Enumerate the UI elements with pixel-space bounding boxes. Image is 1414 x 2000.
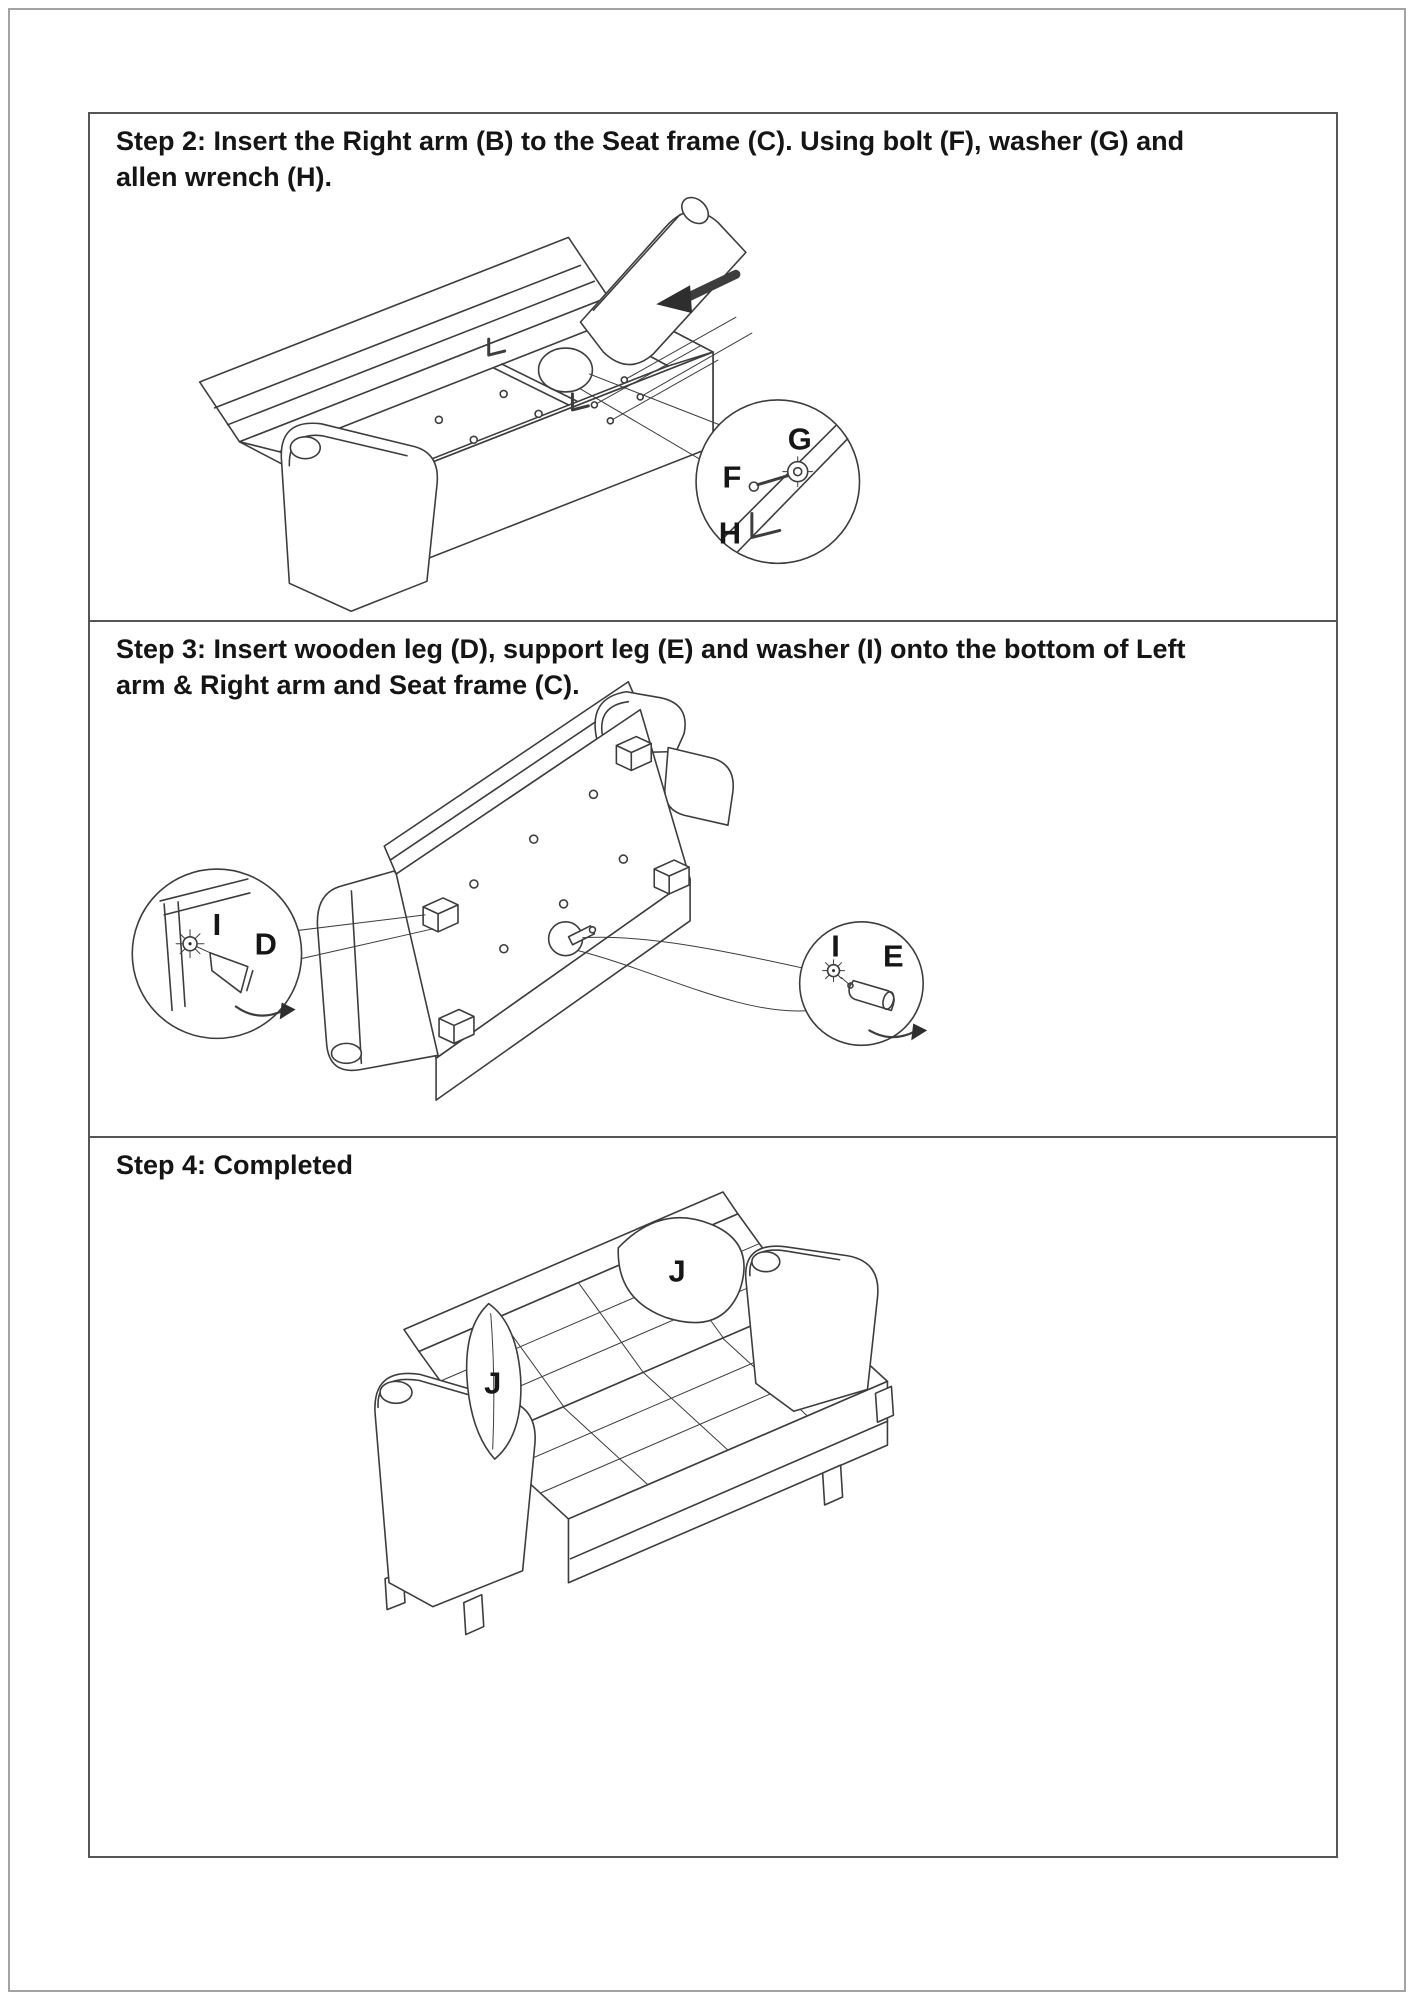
- label-wooden-leg-D: D: [255, 927, 277, 962]
- label-bolt-F: F: [723, 460, 742, 495]
- washer-G: [782, 456, 814, 488]
- bolt-F: [748, 474, 790, 492]
- step-2-illustration: G F H: [198, 196, 861, 613]
- page-border: [8, 8, 1406, 1992]
- allen-wrench-H: [750, 512, 782, 539]
- step-3-illustration: I D: [131, 680, 928, 1101]
- corner-blocks: [422, 735, 690, 1045]
- step-2-section: Step 2: Insert the Right arm (B) to the …: [90, 114, 1336, 620]
- sofa-underside: [316, 680, 735, 1101]
- washer-I-right: [822, 959, 845, 983]
- pillow-seat: J: [465, 1302, 522, 1460]
- allen-wrench-marks: [487, 337, 590, 412]
- left-arm: [280, 422, 439, 613]
- rotation-arrow-icon: [868, 1023, 928, 1041]
- insert-direction-arrow-icon: [656, 269, 741, 314]
- label-support-leg-E: E: [883, 939, 904, 974]
- step-3-heading: Step 3: Insert wooden leg (D), support l…: [116, 634, 1186, 700]
- right-arm: [579, 196, 747, 366]
- detail-callout-step2: G F H: [537, 347, 861, 565]
- label-wrench-H: H: [719, 515, 741, 550]
- step-4-heading: Step 4: Completed: [116, 1150, 354, 1180]
- label-pillow-seat-J: J: [484, 1365, 501, 1400]
- detail-callout-step3-left: I D: [131, 868, 434, 1040]
- washer-I-left: [175, 929, 205, 959]
- instruction-sheet: Step 2: Insert the Right arm (B) to the …: [88, 112, 1338, 1858]
- step-4-illustration: J J: [374, 1191, 895, 1636]
- label-pillow-back-J: J: [669, 1254, 686, 1289]
- detail-callout-step3-right: I E: [578, 921, 928, 1047]
- wooden-leg-D: [196, 946, 254, 994]
- step-3-section: Step 3: Insert wooden leg (D), support l…: [90, 620, 1336, 1136]
- label-washer-G: G: [788, 422, 812, 457]
- label-washer-I-left: I: [213, 907, 222, 942]
- right-arm: [744, 1245, 879, 1413]
- pillow-back: J: [617, 1216, 745, 1324]
- step-4-section: Step 4: Completed: [90, 1136, 1336, 1852]
- label-washer-I-right: I: [831, 929, 840, 964]
- step-2-heading: Step 2: Insert the Right arm (B) to the …: [116, 126, 1185, 192]
- bolt-guide-lines: [590, 316, 753, 425]
- support-leg-E: [841, 977, 895, 1012]
- rotation-arrow-icon: [234, 1002, 296, 1020]
